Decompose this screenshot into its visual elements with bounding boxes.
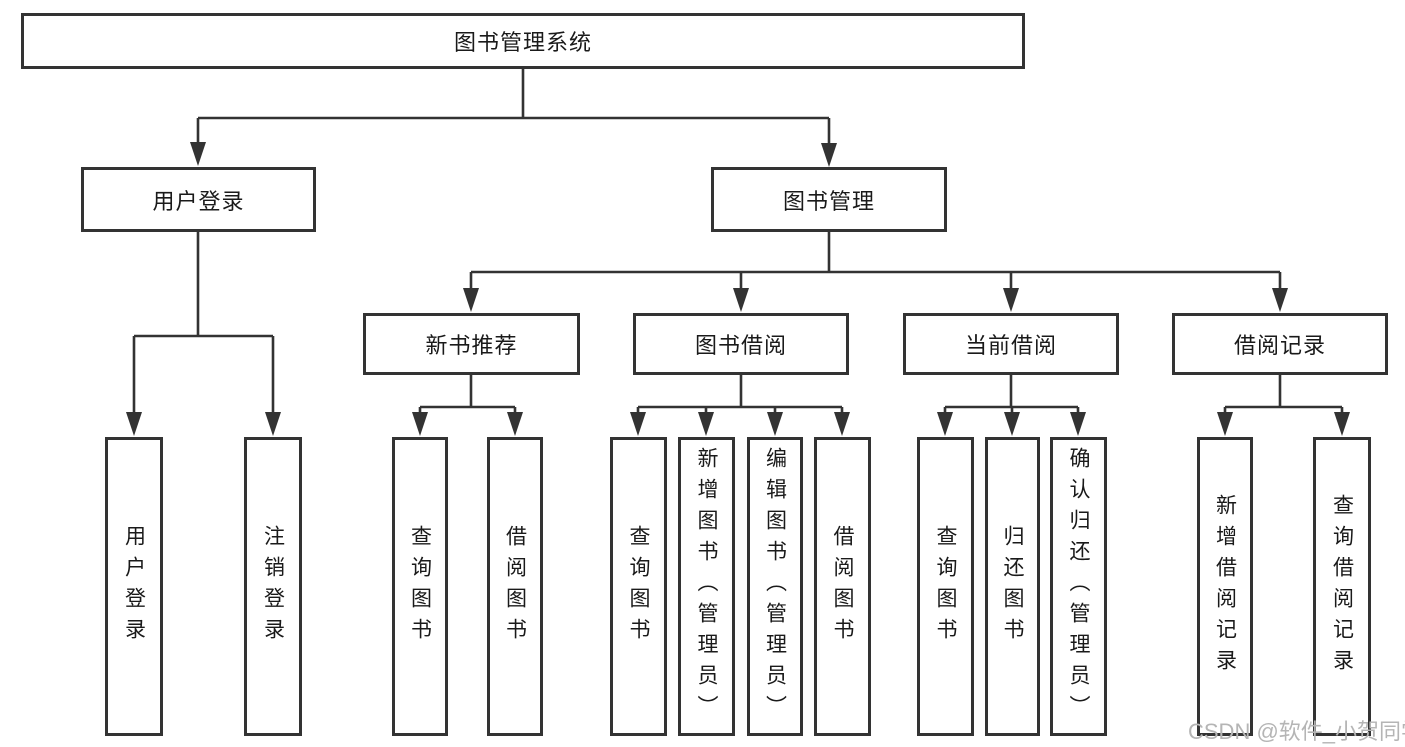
node-label: 图书管理 [782, 188, 875, 214]
arrowhead-icon [821, 143, 837, 167]
node-label: 查询图书 [627, 524, 650, 649]
node-leaf-borrow-book-rec: 借阅图书 [487, 437, 543, 736]
node-leaf-add-book-admin: 新增图书（管理员） [678, 437, 735, 736]
node-leaf-query-book-borrow: 查询图书 [610, 437, 667, 736]
node-label: 借阅图书 [503, 524, 527, 649]
node-leaf-borrow-book-borrow: 借阅图书 [814, 437, 871, 736]
arrowhead-icon [1004, 412, 1020, 436]
watermark: CSDN @软件_小贺同学 [1188, 719, 1405, 744]
node-leaf-add-borrow-record: 新增借阅记录 [1197, 437, 1253, 736]
node-leaf-confirm-return-admin: 确认归还（管理员） [1050, 437, 1107, 736]
node-label: 用户登录 [122, 524, 146, 649]
arrowhead-icon [733, 288, 749, 312]
node-label: 新增图书（管理员） [695, 447, 718, 726]
node-label: 查询图书 [934, 524, 957, 649]
node-leaf-query-book-rec: 查询图书 [392, 437, 448, 736]
node-label: 归还图书 [1001, 524, 1024, 649]
node-leaf-query-book-current: 查询图书 [917, 437, 974, 736]
arrowhead-icon [190, 142, 206, 166]
edge-book-mgmt-to-level3 [469, 232, 1282, 290]
node-label: 图书借阅 [694, 333, 787, 358]
node-new-book-recommend: 新书推荐 [363, 313, 580, 375]
node-label: 注销登录 [261, 524, 285, 649]
node-current-borrow: 当前借阅 [903, 313, 1119, 375]
node-book-mgmt-branch: 图书管理 [711, 167, 947, 232]
node-root-system: 图书管理系统 [21, 13, 1025, 69]
node-user-login-branch: 用户登录 [81, 167, 316, 232]
node-label: 编辑图书（管理员） [763, 447, 787, 726]
node-label: 借阅图书 [831, 524, 854, 649]
node-label: 新书推荐 [425, 333, 518, 358]
arrowhead-icon [1217, 412, 1233, 436]
node-label: 图书管理系统 [453, 30, 592, 55]
edge-borrow-record-to-leaves [1223, 375, 1344, 414]
node-label: 查询借阅记录 [1330, 493, 1354, 680]
node-book-borrow: 图书借阅 [633, 313, 849, 375]
node-leaf-return-book: 归还图书 [985, 437, 1040, 736]
node-label: 新增借阅记录 [1213, 493, 1237, 680]
arrowhead-icon [463, 288, 479, 312]
arrowhead-icon [767, 412, 783, 436]
arrowhead-icon [265, 412, 281, 436]
arrowhead-icon [1334, 412, 1350, 436]
arrowhead-icon [412, 412, 428, 436]
arrowhead-icon [507, 412, 523, 436]
edge-root-to-level2 [196, 69, 831, 144]
node-leaf-logout: 注销登录 [244, 437, 302, 736]
edge-current-borrow-to-leaves [943, 375, 1080, 414]
node-leaf-query-borrow-record: 查询借阅记录 [1313, 437, 1371, 736]
arrowhead-icon [1070, 412, 1086, 436]
node-borrow-record: 借阅记录 [1172, 313, 1388, 375]
arrowhead-icon [1272, 288, 1288, 312]
arrowhead-icon [698, 412, 714, 436]
node-label: 借阅记录 [1233, 333, 1326, 358]
node-leaf-edit-book-admin: 编辑图书（管理员） [747, 437, 803, 736]
node-label: 当前借阅 [964, 333, 1057, 358]
edge-book-borrow-to-leaves [636, 375, 844, 414]
node-label: 查询图书 [408, 524, 432, 649]
node-leaf-user-login: 用户登录 [105, 437, 163, 736]
arrowhead-icon [126, 412, 142, 436]
edge-new-book-rec-to-leaves [418, 375, 517, 414]
edge-user-login-to-leaves [132, 232, 275, 414]
arrowhead-icon [834, 412, 850, 436]
node-label: 用户登录 [152, 188, 245, 214]
arrowhead-icon [1003, 288, 1019, 312]
arrowhead-icon [937, 412, 953, 436]
arrowhead-icon [630, 412, 646, 436]
node-label: 确认归还（管理员） [1067, 447, 1090, 726]
